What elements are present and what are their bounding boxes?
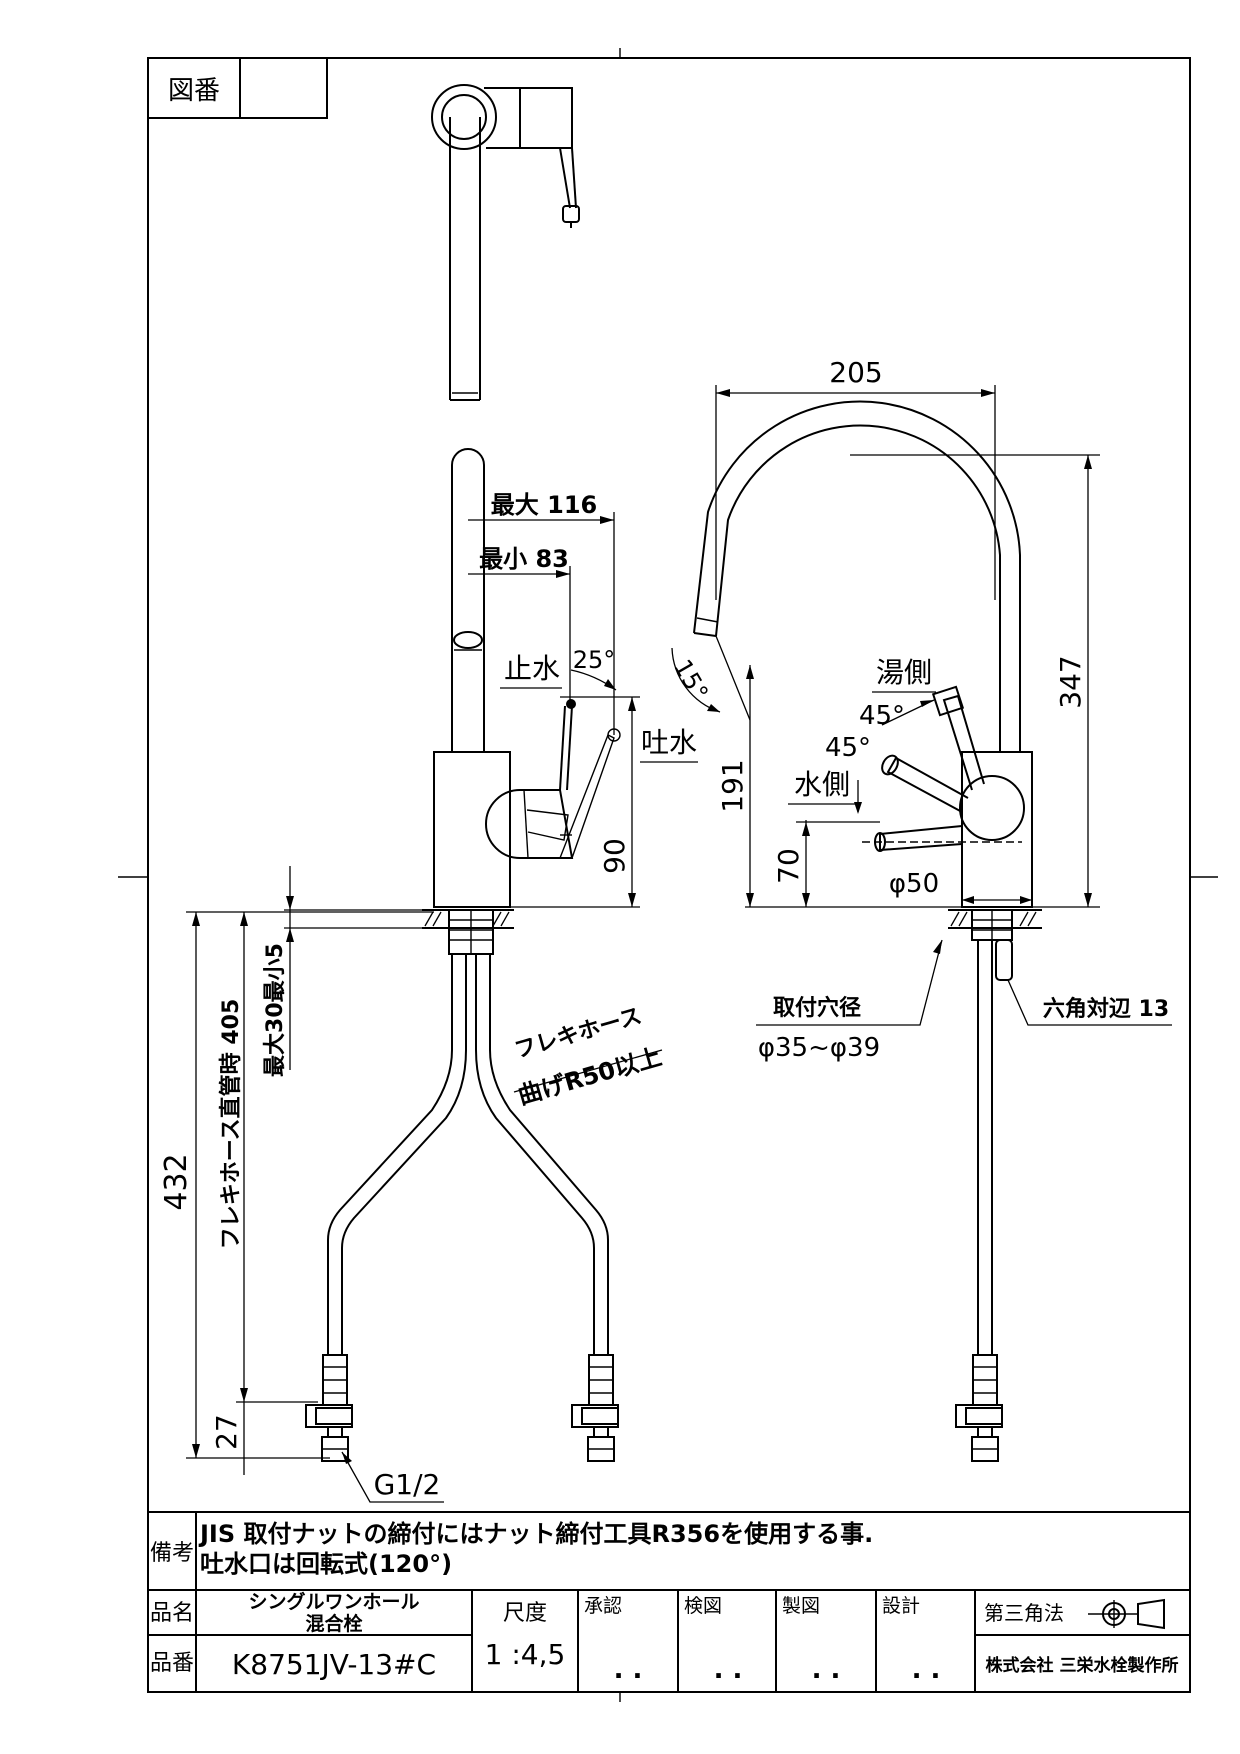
product-number-value: K8751JV-13#C [232,1648,436,1681]
dim-min-83: 最小 83 [479,545,569,573]
dim-max30-min5: 最大30最小5 [263,943,288,1077]
top-view [431,84,580,401]
side-view [422,448,621,955]
label-cold-side: 水側 [794,768,850,801]
drawing-number-box: 図番 [148,58,328,119]
approved-label: 承認 [584,1595,622,1617]
dimensions-front: 205 347 191 70 φ50 15° 45° 湯側 [668,356,1172,1063]
hole-diameter-label: 取付穴径 [773,995,861,1021]
title-block: 備考 JIS 取付ナットの締付にはナット締付工具R356を使用する事. 吐水口は… [148,1511,1190,1692]
front-view [693,400,1042,1462]
label-discharge: 吐水 [641,726,697,759]
dim-432: 432 [159,1153,194,1210]
dim-405: フレキホース直管時 405 [218,999,244,1249]
dimensions-side: 最大 116 最小 83 25° 止水 吐水 90 最大30最小5 [159,491,698,1503]
product-name-label: 品名 [150,1601,194,1626]
dim-70: 70 [772,848,805,884]
company-name: 株式会社 三栄水栓製作所 [986,1655,1179,1676]
angle-15: 15° [668,655,714,706]
dim-phi50: φ50 [889,869,939,899]
angle-45-cold: 45° [825,733,871,763]
label-stop-water: 止水 [504,652,560,685]
remarks-line-2: 吐水口は回転式(120°) [200,1550,452,1578]
remarks-line-1: JIS 取付ナットの締付にはナット締付工具R356を使用する事. [198,1520,873,1548]
checked-date: . . [714,1655,743,1685]
label-hot-side: 湯側 [876,656,932,689]
lever-hub [959,775,1025,841]
dim-347: 347 [1054,655,1087,708]
thread-g12: G1/2 [374,1468,441,1501]
remarks-label: 備考 [150,1541,194,1566]
checked-label: 検図 [684,1595,722,1617]
dim-27: 27 [210,1414,243,1450]
projection-method: 第三角法 [984,1601,1064,1625]
drawn-date: . . [812,1655,841,1685]
dim-90: 90 [598,838,631,874]
angle-45-hot: 45° [859,701,905,731]
product-number-label: 品番 [150,1651,194,1676]
scale-label: 尺度 [503,1601,547,1626]
hex-across-flats: 六角対辺 13 [1043,996,1169,1022]
drawing-number-label: 図番 [168,76,220,106]
dim-max-116: 最大 116 [491,491,597,519]
angle-25: 25° [573,646,616,674]
product-name-line-1: シングルワンホール [248,1590,419,1613]
sheet-border [147,57,1191,1693]
designed-label: 設計 [882,1595,920,1617]
dim-205: 205 [829,356,882,389]
flex-hoses-side [305,954,619,1462]
drawn-label: 製図 [782,1595,820,1617]
scale-value: 1 :4,5 [485,1638,566,1671]
designed-date: . . [912,1655,941,1685]
approved-date: . . [614,1655,643,1685]
third-angle-projection-icon [1088,1598,1165,1630]
hole-diameter-value: φ35~φ39 [758,1033,880,1063]
product-name-line-2: 混合栓 [305,1612,362,1635]
dim-191: 191 [716,759,749,812]
lever-knob-closed [566,699,576,709]
